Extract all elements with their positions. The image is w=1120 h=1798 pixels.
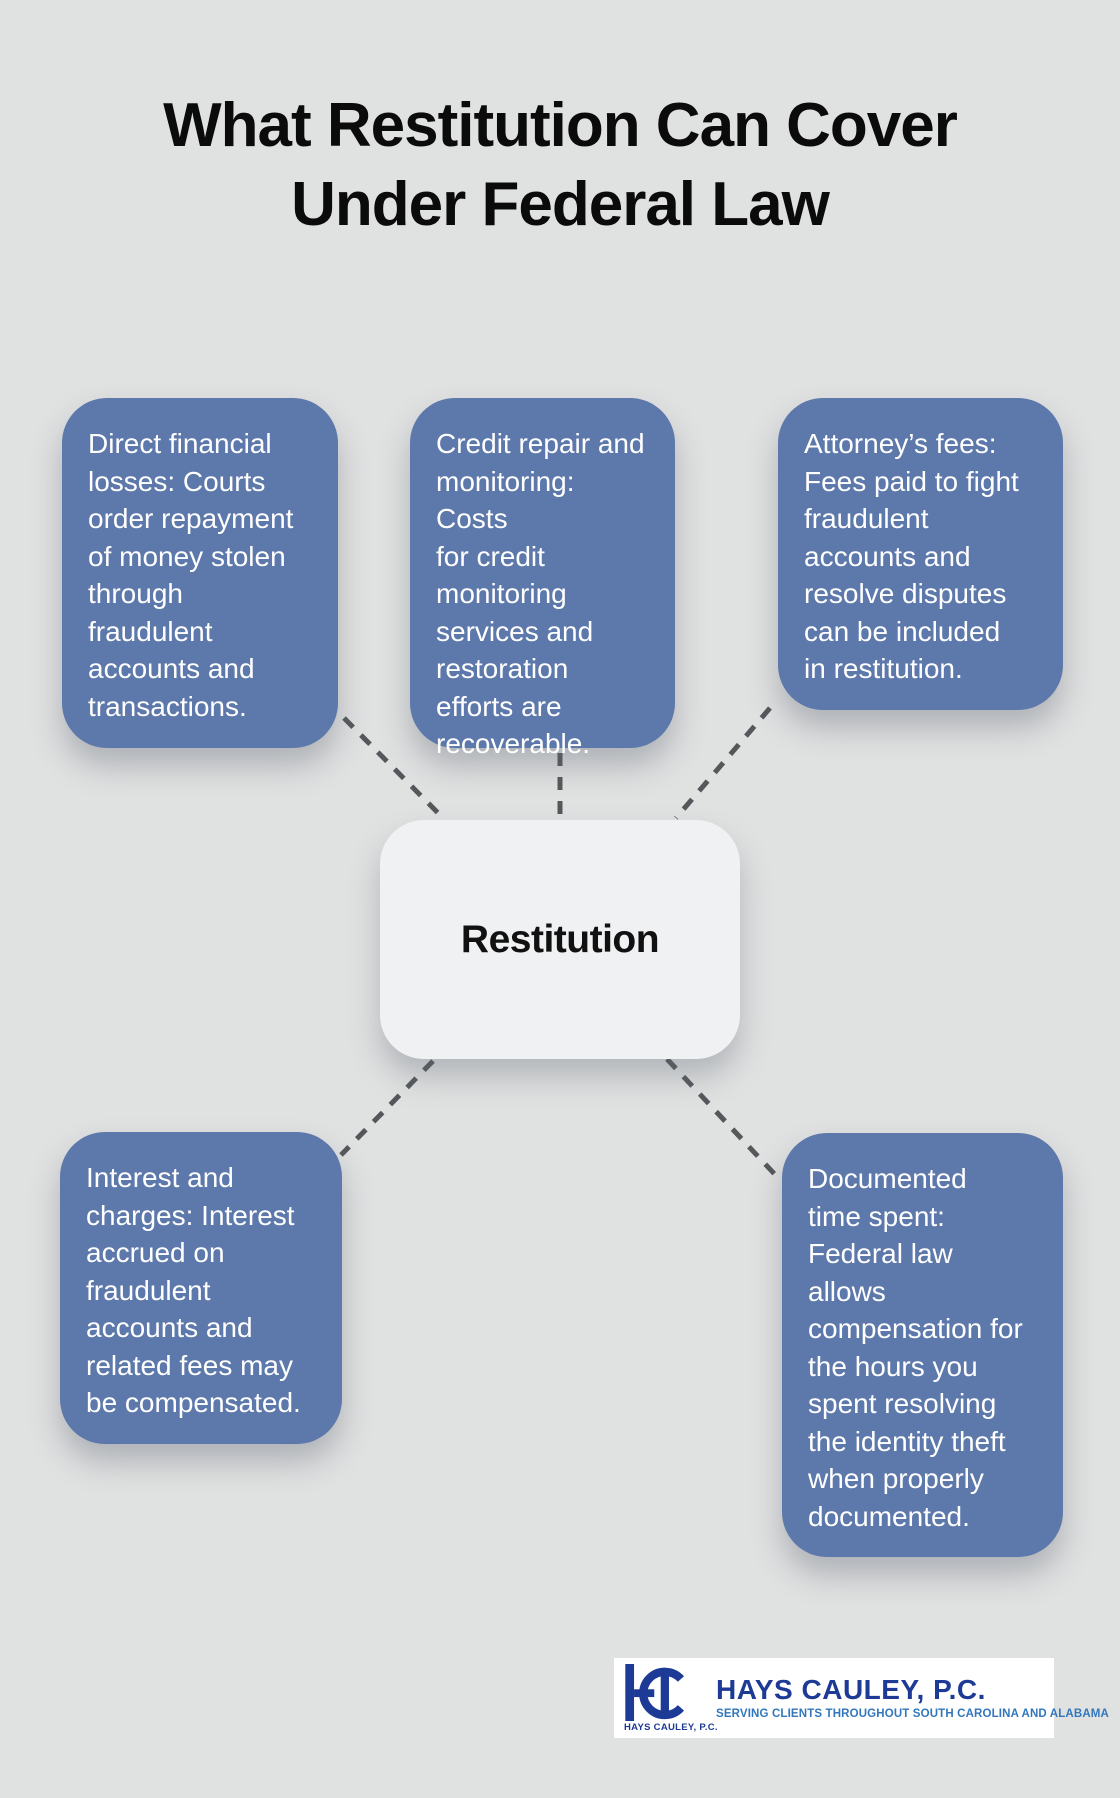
- node-attorneys-fees-text: Attorney’s fees: Fees paid to fight frau…: [804, 428, 1019, 684]
- node-interest-and-charges: Interest and charges: Interest accrued o…: [60, 1132, 342, 1444]
- node-documented-time-spent-text: Documented time spent: Federal law allow…: [808, 1163, 1023, 1532]
- node-credit-repair-and-monitoring-text: Credit repair and monitoring: Costs for …: [436, 428, 645, 759]
- hays-cauley-monogram-icon: [625, 1664, 684, 1721]
- page-title-line-1: What Restitution Can Cover: [163, 91, 958, 160]
- node-interest-and-charges-text: Interest and charges: Interest accrued o…: [86, 1162, 301, 1418]
- node-attorneys-fees: Attorney’s fees: Fees paid to fight frau…: [778, 398, 1063, 710]
- connector-bottom-right: [665, 1057, 783, 1183]
- page-title: What Restitution Can Cover Under Federal…: [0, 86, 1120, 244]
- footer-logo: HAYS CAULEY, P.C. HAYS CAULEY, P.C. SERV…: [614, 1658, 1109, 1738]
- logo-monogram-wrap: HAYS CAULEY, P.C.: [624, 1664, 717, 1733]
- node-direct-financial-losses: Direct financial losses: Courts order re…: [62, 398, 338, 748]
- center-node-label: Restitution: [460, 917, 660, 961]
- center-node-restitution: Restitution: [380, 820, 740, 1059]
- logo-caption: HAYS CAULEY, P.C.: [624, 1722, 718, 1733]
- connector-bottom-left: [339, 1059, 435, 1157]
- firm-tagline: SERVING CLIENTS THROUGHOUT SOUTH CAROLIN…: [716, 1708, 1109, 1720]
- logo-text-block: HAYS CAULEY, P.C. SERVING CLIENTS THROUG…: [716, 1664, 1109, 1721]
- connector-top-right: [674, 706, 772, 820]
- firm-name: HAYS CAULEY, P.C.: [716, 1674, 986, 1705]
- page-title-line-2: Under Federal Law: [291, 170, 830, 239]
- node-direct-financial-losses-text: Direct financial losses: Courts order re…: [88, 428, 294, 722]
- node-documented-time-spent: Documented time spent: Federal law allow…: [782, 1133, 1063, 1557]
- node-credit-repair-and-monitoring: Credit repair and monitoring: Costs for …: [410, 398, 675, 759]
